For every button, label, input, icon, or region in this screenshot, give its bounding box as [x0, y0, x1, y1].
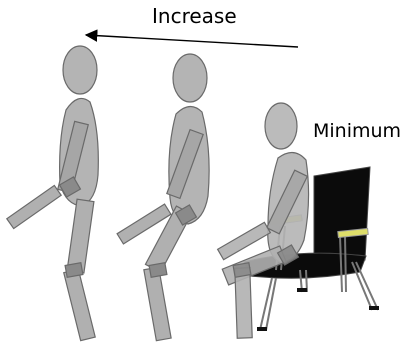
forearm [7, 185, 61, 228]
chair [244, 167, 379, 331]
knee-joint [65, 263, 83, 278]
minimum-label: Minimum [313, 120, 401, 142]
shin [64, 269, 95, 341]
shin [144, 267, 171, 341]
head [265, 103, 297, 149]
shin [235, 268, 252, 338]
chair-feet [257, 288, 379, 331]
figure-right-seated [218, 103, 309, 338]
head [173, 54, 207, 102]
increase-arrow [86, 35, 298, 47]
chair-back [314, 167, 370, 262]
knee-joint [149, 263, 167, 278]
thigh [67, 199, 94, 273]
head [63, 46, 97, 94]
knee-joint [233, 263, 251, 278]
figure-middle-rising [117, 54, 209, 341]
increase-label: Increase [152, 4, 237, 28]
figure-left-standing [7, 46, 99, 341]
